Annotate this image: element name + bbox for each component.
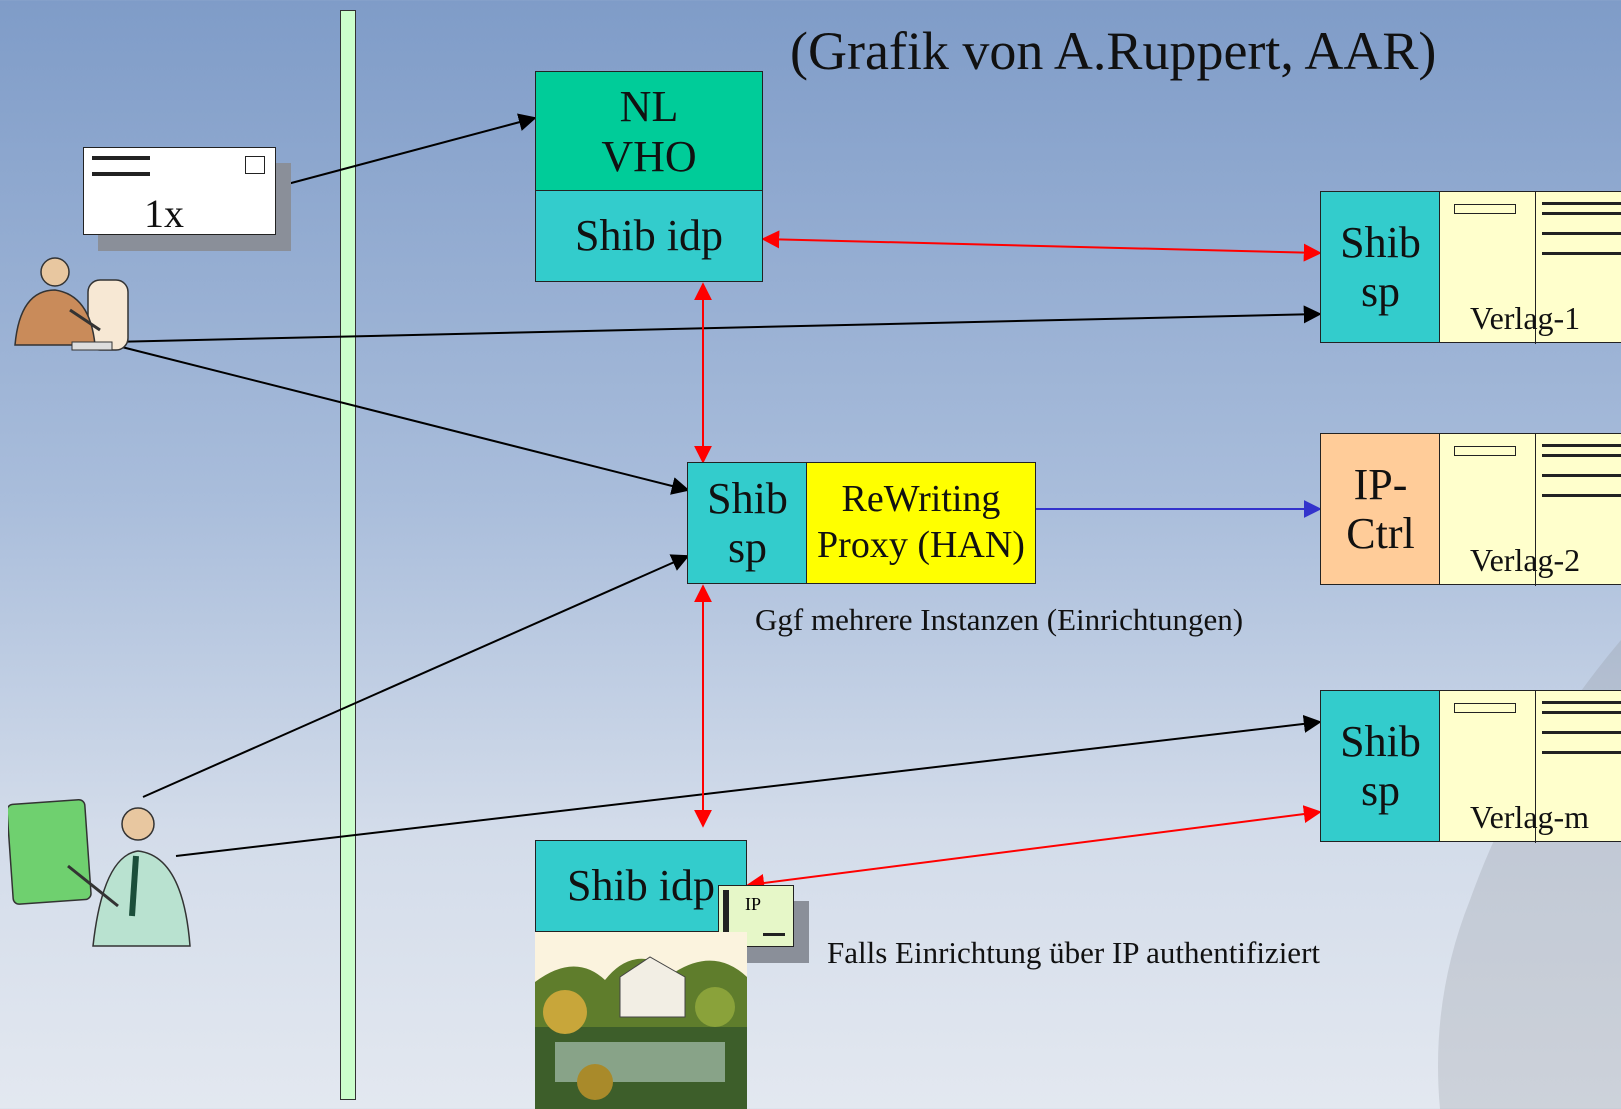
diagram-title: (Grafik von A.Ruppert, AAR) <box>790 21 1437 81</box>
verlag-m-server-box: Verlag-m <box>1439 690 1621 843</box>
nl-vho-line2: VHO <box>601 131 697 181</box>
verlag-1-name: Verlag-1 <box>1470 300 1581 336</box>
verlag-m-slot <box>1454 703 1516 713</box>
local-shib-idp-box: Shib idp <box>535 840 747 932</box>
boundary-bar <box>340 10 356 1100</box>
verlag-m-auth-box: Shib sp <box>1320 690 1441 842</box>
ip-document-stripe <box>723 890 729 942</box>
proxy-shib-sp-box: Shib sp <box>687 462 808 584</box>
user-at-computer-icon-graphic <box>14 257 129 351</box>
verlag-1-server-box: Verlag-1 <box>1439 191 1621 344</box>
rewriting-proxy-line1: ReWriting <box>841 478 1001 521</box>
verlag-2-auth-line1: IP- <box>1353 459 1408 509</box>
user-at-computer-icon <box>10 250 130 360</box>
nl-vho-box: NL VHO <box>535 71 763 192</box>
verlag-m-name: Verlag-m <box>1470 799 1590 835</box>
verlag-1-rack <box>1535 192 1621 344</box>
local-shib-idp-label: Shib idp <box>567 861 715 911</box>
verlag-2-server-box: Verlag-2 <box>1439 433 1621 586</box>
rewriting-proxy-box: ReWriting Proxy (HAN) <box>806 462 1036 584</box>
user1-to-proxy-line <box>109 343 690 495</box>
institution-photo-graphic <box>535 932 747 1109</box>
national-shib-idp-box: Shib idp <box>535 190 763 282</box>
verlag-2-rack <box>1535 434 1621 586</box>
proxy-caption: Ggf mehrere Instanzen (Einrichtungen) <box>755 602 1244 637</box>
national-shib-idp-label: Shib idp <box>575 211 723 261</box>
verlag-m-rack <box>1535 691 1621 843</box>
verlag-1-auth-line1: Shib <box>1340 217 1421 267</box>
verlag-m-auth-line2: sp <box>1360 766 1401 815</box>
verlag-1-slot <box>1454 204 1516 214</box>
envelope-stamp <box>245 156 265 174</box>
nl-vho-line1: NL <box>619 82 679 132</box>
user1-to-verlag1-line <box>109 305 1322 343</box>
publisher-verlag-1: Shib sp Verlag-1 <box>1320 191 1621 344</box>
verlag-m-auth-line1: Shib <box>1340 716 1421 766</box>
envelope-address-lines <box>92 156 150 176</box>
idp-verlag1-red-link <box>761 230 1322 262</box>
local-idp-caption: Falls Einrichtung über IP authentifizier… <box>827 935 1321 970</box>
verlag-1-auth-box: Shib sp <box>1320 191 1441 343</box>
presenter-icon-graphic <box>6 798 191 947</box>
rewriting-proxy-line2: Proxy (HAN) <box>817 524 1025 566</box>
verlag-2-slot <box>1454 446 1516 456</box>
verlag-2-auth-box: IP- Ctrl <box>1320 433 1441 585</box>
proxy-shib-sp-line1: Shib <box>707 473 788 523</box>
envelope-to-vho-line <box>264 113 537 191</box>
publisher-verlag-m: Shib sp Verlag-m <box>1320 690 1621 843</box>
localidp-verlagm-red-link <box>746 805 1322 892</box>
user2-to-verlagm-line <box>175 714 1322 857</box>
user2-to-proxy-line <box>142 554 690 798</box>
publisher-verlag-2: IP- Ctrl Verlag-2 <box>1320 433 1621 586</box>
verlag-1-auth-line2: sp <box>1360 267 1401 316</box>
envelope-label: 1x <box>144 191 184 236</box>
institution-photo <box>535 932 747 1109</box>
ip-document-label: IP <box>745 894 762 914</box>
envelope: 1x <box>83 147 276 236</box>
verlag-2-name: Verlag-2 <box>1470 542 1581 578</box>
ip-document-line <box>763 933 785 936</box>
verlag-2-auth-line2: Ctrl <box>1346 509 1415 558</box>
presenter-icon <box>6 796 198 956</box>
proxy-shib-sp-line2: sp <box>727 523 768 572</box>
